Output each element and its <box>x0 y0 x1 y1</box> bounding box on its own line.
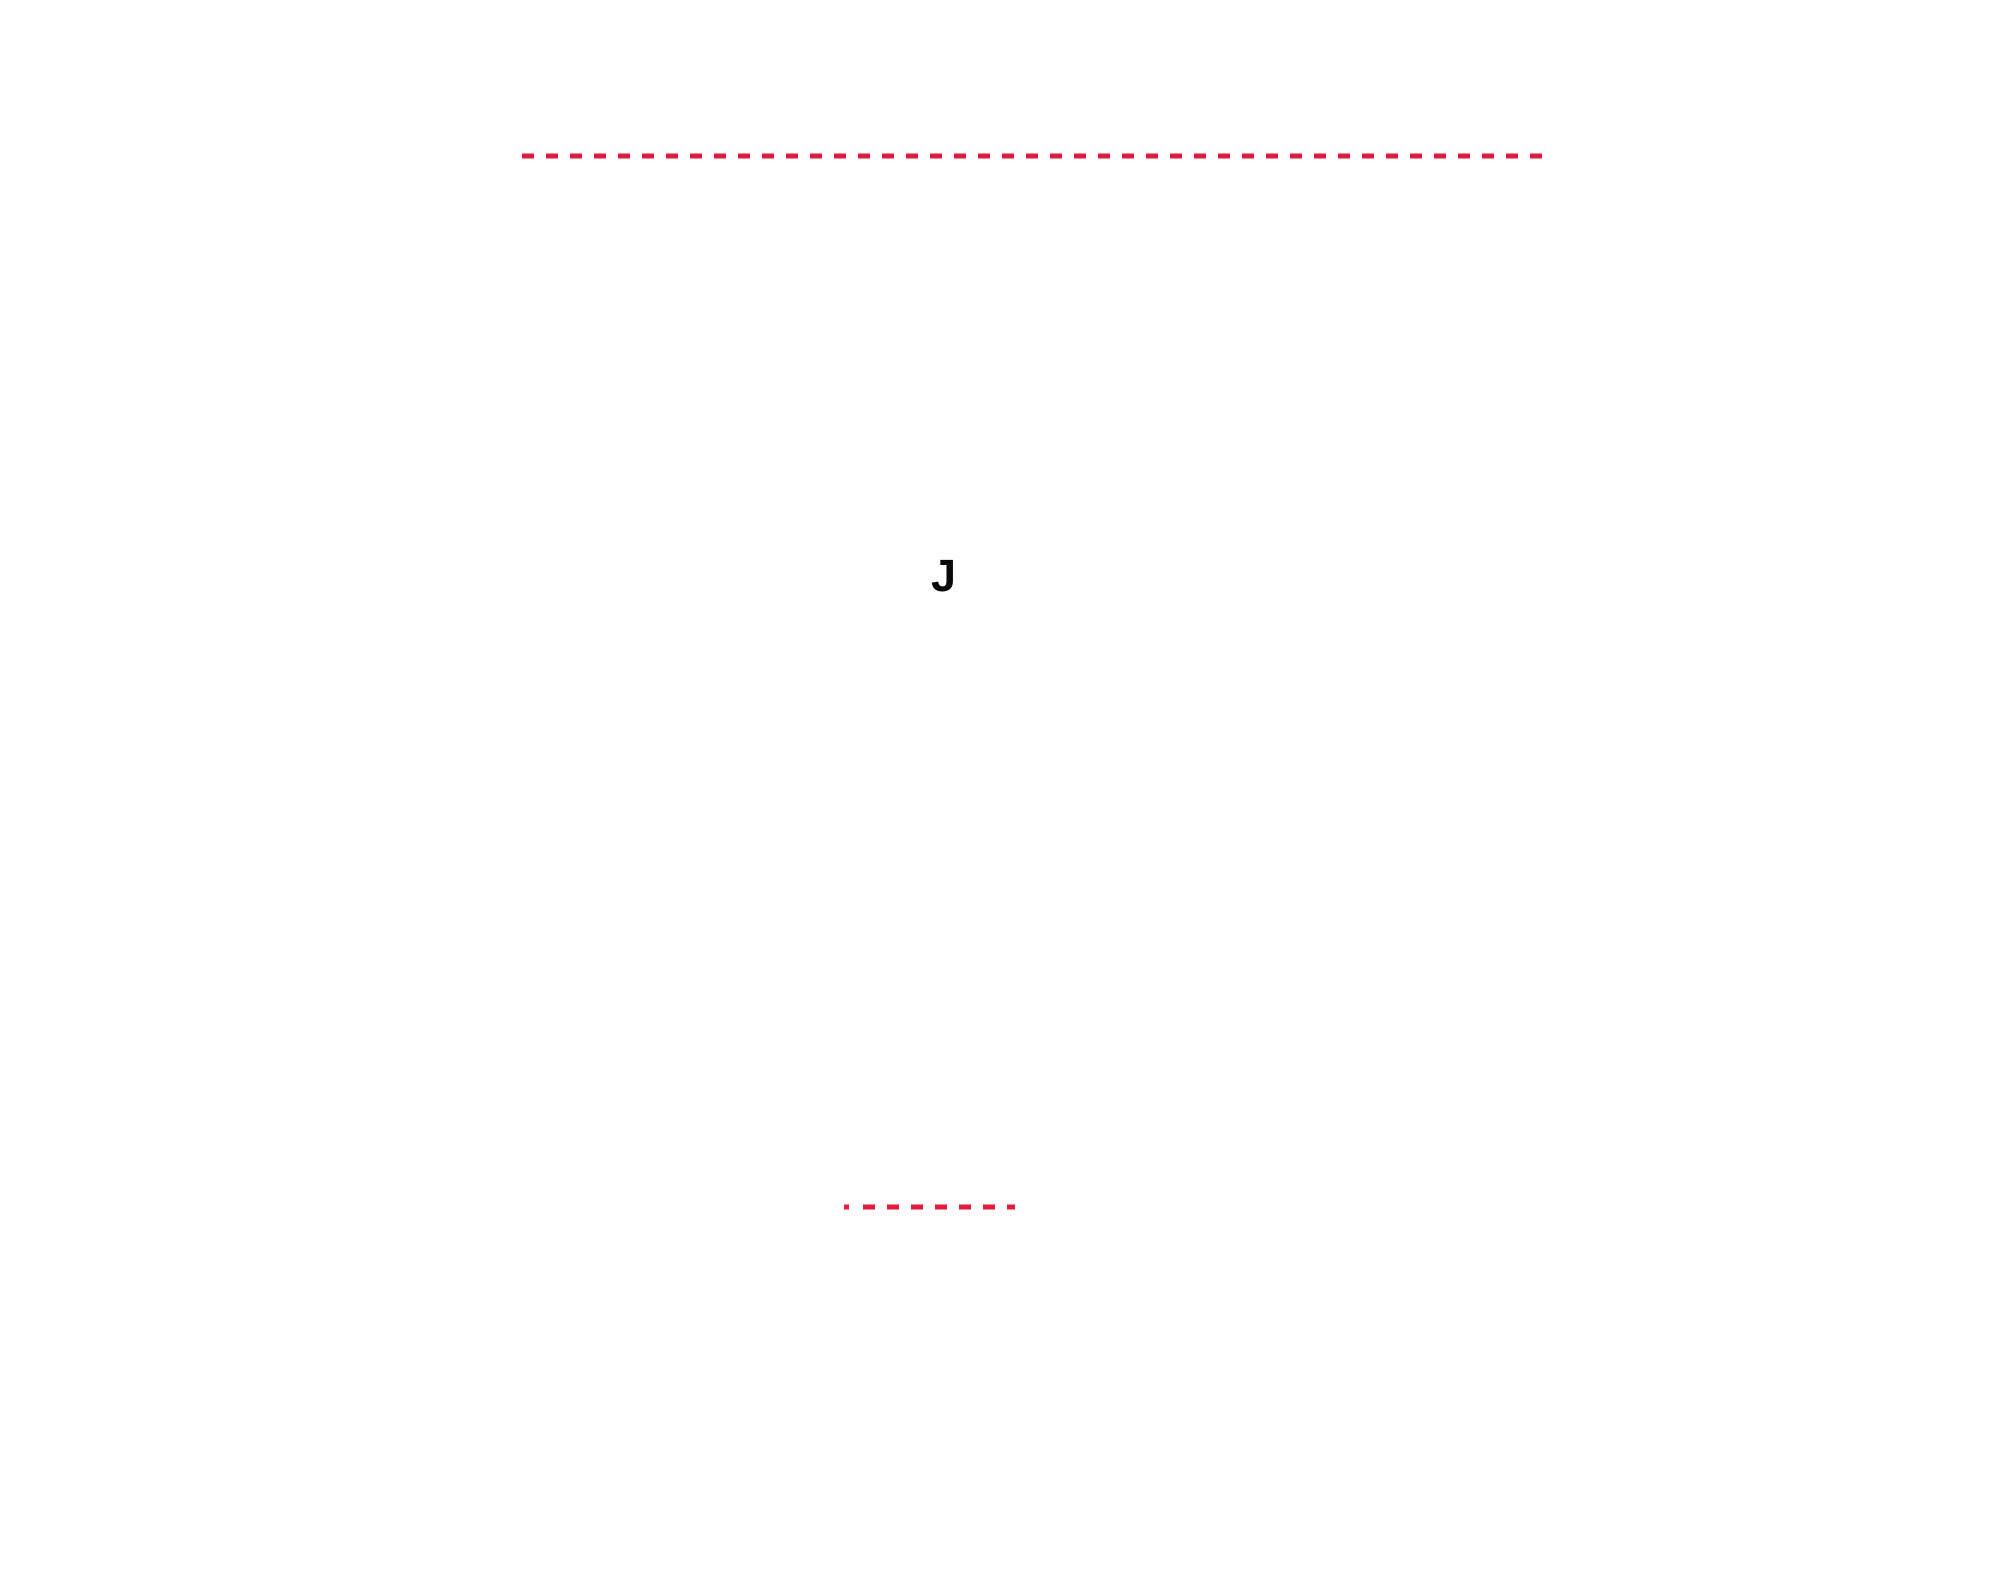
diagram-label: J <box>931 550 957 601</box>
